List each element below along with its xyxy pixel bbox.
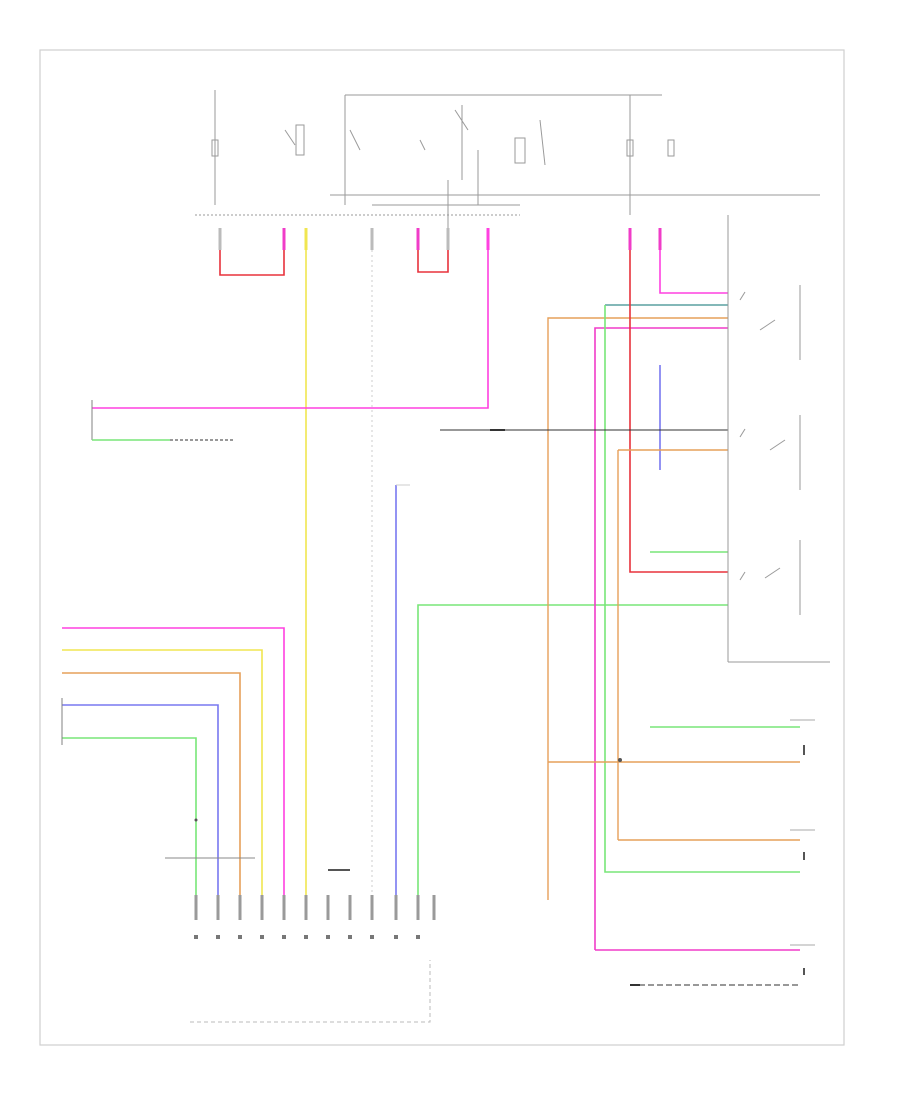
wire-pink-right (594, 327, 728, 950)
wire-magenta-left (62, 627, 285, 900)
wire-red-loop-left (219, 250, 285, 276)
right-lower-connectors (790, 719, 815, 975)
wire-yellow-left (62, 649, 263, 900)
wire-magenta-top (659, 250, 728, 294)
wire-orange-main (547, 317, 728, 900)
fuse-relay-box (195, 90, 820, 270)
wires (61, 250, 800, 986)
diagram-frame (39, 49, 845, 1046)
components (165, 429, 640, 986)
ecu-connector (190, 869, 436, 1023)
wire-red-right (629, 250, 728, 573)
top-connector-pins (218, 228, 662, 250)
wire-blue-left (62, 704, 219, 900)
wire-green-right-low (604, 305, 800, 873)
wire-teal-main (417, 604, 728, 900)
wire-green-left (62, 737, 197, 900)
wire-orange-left (62, 672, 241, 900)
right-switch-box (727, 215, 830, 663)
wire-pink-sensor (92, 250, 489, 409)
wire-red-loop-mid (417, 250, 449, 273)
